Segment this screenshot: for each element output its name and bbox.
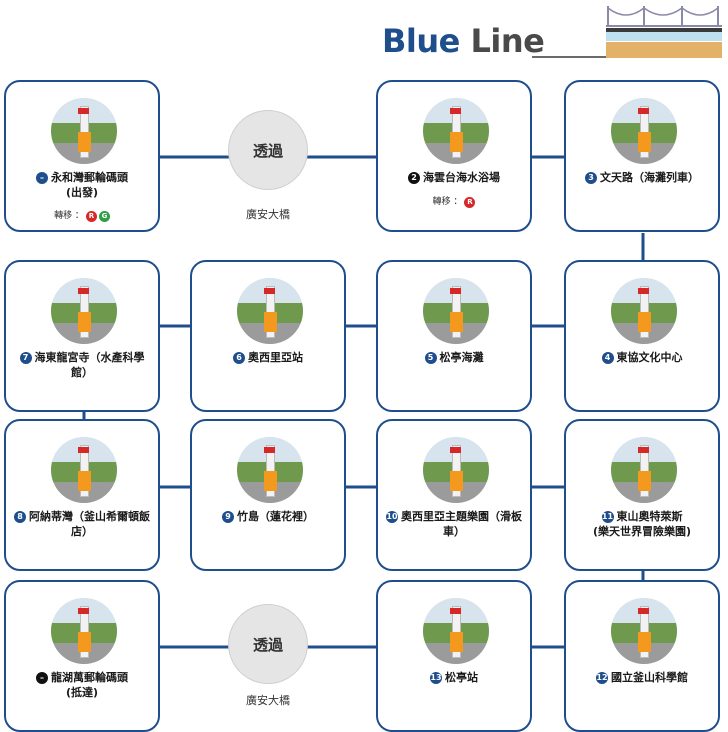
- station-photo: [423, 598, 489, 664]
- page-title: Blue Line: [382, 22, 545, 60]
- station-photo: [423, 437, 489, 503]
- station-name: –永和灣郵輪碼頭(出發): [12, 170, 152, 200]
- title-word-blue: Blue: [382, 22, 460, 60]
- station-photo: [423, 278, 489, 344]
- via-bridge-label-2: 廣安大橋: [246, 694, 290, 707]
- via-bridge-circle-1: 透過: [228, 110, 308, 190]
- station-photo: [611, 278, 677, 344]
- station-photo: [51, 98, 117, 164]
- station-photo: [611, 437, 677, 503]
- transfer-badge-r: R: [85, 211, 97, 222]
- station-name: –龍湖萬郵輪碼頭(抵達): [12, 670, 152, 700]
- via-bridge-label-1: 廣安大橋: [246, 208, 290, 221]
- title-underline: [532, 56, 608, 58]
- station-photo: [611, 98, 677, 164]
- station-photo: [423, 98, 489, 164]
- station-photo: [611, 598, 677, 664]
- station-photo: [51, 598, 117, 664]
- station-photo: [51, 278, 117, 344]
- title-word-line: Line: [470, 22, 545, 60]
- transfer-info: 轉移 ：R: [378, 194, 530, 208]
- bridge-icon: [606, 6, 722, 58]
- station-photo: [237, 437, 303, 503]
- transfer-badge-g: G: [98, 211, 110, 222]
- via-bridge-circle-2: 透過: [228, 604, 308, 684]
- station-photo: [237, 278, 303, 344]
- transfer-badge-r: R: [464, 197, 476, 208]
- station-photo: [51, 437, 117, 503]
- station-card-end[interactable]: –龍湖萬郵輪碼頭(抵達): [4, 580, 160, 732]
